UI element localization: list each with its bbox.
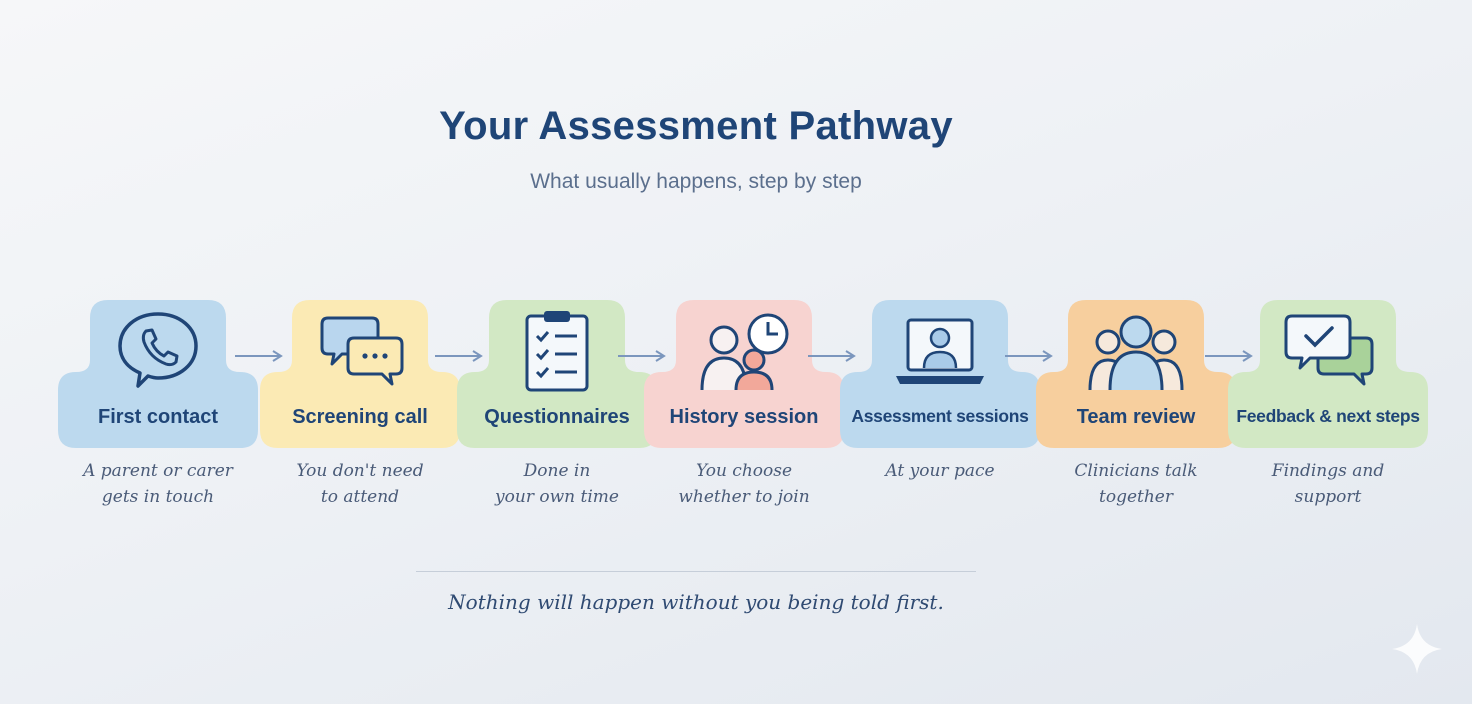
footer-note: Nothing will happen without you being to… — [448, 590, 944, 614]
laptop-person-icon — [896, 318, 984, 384]
step-label: Feedback & next steps — [1236, 406, 1420, 426]
flow-arrow — [1205, 350, 1253, 362]
step-label: History session — [669, 406, 819, 428]
step-label: Questionnaires — [484, 406, 630, 428]
step-description: At your pace — [885, 461, 995, 481]
divider — [416, 571, 976, 572]
people-clock-icon — [700, 313, 789, 391]
step-tile: Screening call — [260, 300, 460, 448]
flow-arrow — [1005, 350, 1053, 362]
chat-bubbles-icon — [320, 316, 404, 386]
flow-arrow — [435, 350, 483, 362]
phone-chat-icon — [118, 312, 198, 388]
step-label: Assessment sessions — [851, 406, 1029, 426]
flow-arrow — [808, 350, 856, 362]
step-tile: Team review — [1036, 300, 1236, 448]
clipboard-checklist-icon — [525, 311, 589, 392]
step-label: Screening call — [292, 406, 428, 428]
flow-arrow — [618, 350, 666, 362]
team-group-icon — [1088, 315, 1184, 391]
step-tile: History session — [644, 300, 844, 448]
page-title: Your Assessment Pathway — [439, 104, 953, 148]
step-tile: Assessment sessions — [840, 300, 1040, 448]
page-subtitle: What usually happens, step by step — [530, 170, 862, 193]
sparkle-icon — [1392, 624, 1442, 674]
feedback-check-icon — [1284, 314, 1374, 386]
step-assessment-sessions: Assessment sessions At your pace — [840, 300, 1040, 520]
step-tile: Questionnaires — [457, 300, 657, 448]
step-tile: Feedback & next steps — [1228, 300, 1428, 448]
flow-arrow — [235, 350, 283, 362]
step-label: Team review — [1076, 406, 1196, 428]
step-tile: First contact — [58, 300, 258, 448]
step-label: First contact — [97, 406, 219, 428]
